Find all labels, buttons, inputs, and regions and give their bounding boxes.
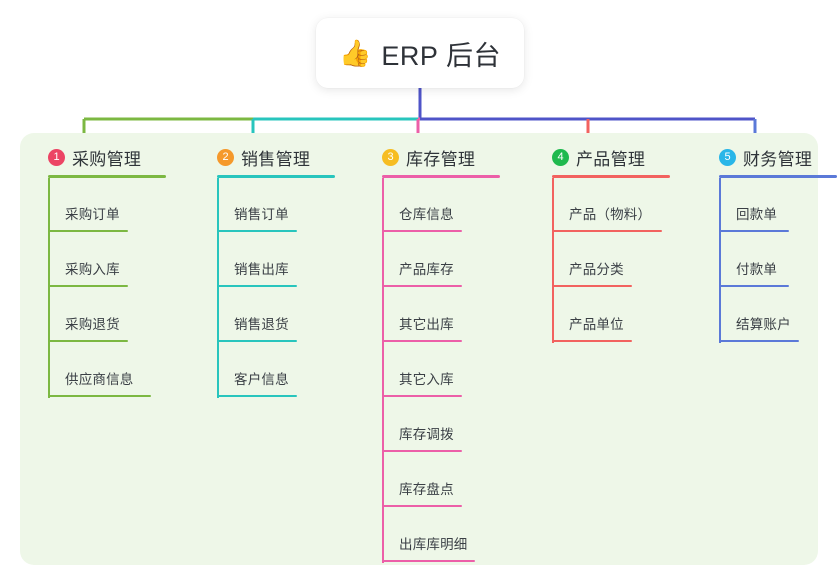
child-spine-line [48,233,50,288]
child-label: 出库库明细 [399,537,468,552]
child-label: 付款单 [736,262,778,277]
child-underline [552,340,632,342]
child-spine-line [382,178,384,233]
child-underline [719,285,789,287]
child-label: 采购入库 [65,262,120,277]
branch-header-rule [552,175,670,178]
branch-header-rule [382,175,500,178]
child-underline [382,285,462,287]
child-underline [48,230,128,232]
child-spine-line [48,288,50,343]
child-label: 产品库存 [399,262,454,277]
child-underline [217,230,297,232]
child-underline [552,230,662,232]
child-underline [382,560,475,562]
child-label: 采购退货 [65,317,120,332]
branch-title: 财务管理 [743,150,813,169]
root-node[interactable]: 👍 ERP 后台 [316,18,524,88]
child-underline [552,285,632,287]
child-spine-line [719,288,721,343]
branch-header[interactable]: 5 财务管理 [719,145,812,170]
child-spine-line [719,233,721,288]
child-label: 库存调拨 [399,427,454,442]
child-spine-line [382,233,384,288]
child-spine-line [217,178,219,233]
child-spine-line [719,178,721,233]
branch-header-rule [719,175,837,178]
child-underline [719,340,799,342]
child-label: 产品（物料） [569,207,652,222]
child-spine-line [552,233,554,288]
branch-header[interactable]: 1 采购管理 [48,145,141,170]
child-label: 销售退货 [234,317,289,332]
child-underline [382,230,462,232]
child-label: 销售订单 [234,207,289,222]
child-underline [48,285,128,287]
branch-title: 库存管理 [406,150,476,169]
child-underline [217,285,297,287]
child-underline [382,395,462,397]
child-label: 供应商信息 [65,372,134,387]
branch-index-badge: 4 [552,149,569,166]
child-spine-line [217,233,219,288]
branch-header[interactable]: 2 销售管理 [217,145,310,170]
branch-index-badge: 2 [217,149,234,166]
branch-header-rule [217,175,335,178]
child-label: 客户信息 [234,372,289,387]
child-spine-line [48,178,50,233]
branch-index-badge: 3 [382,149,399,166]
child-label: 回款单 [736,207,778,222]
child-underline [382,340,462,342]
child-underline [217,395,297,397]
branch-title: 产品管理 [576,150,646,169]
branch-header[interactable]: 4 产品管理 [552,145,645,170]
child-underline [382,505,462,507]
child-underline [382,450,462,452]
child-spine-line [382,288,384,343]
child-spine-line [382,398,384,453]
child-label: 采购订单 [65,207,120,222]
child-label: 其它出库 [399,317,454,332]
branches-panel [20,133,818,565]
child-underline [48,395,151,397]
child-spine-line [217,343,219,398]
branch-columns: 1 采购管理采购订单采购入库采购退货供应商信息 2 销售管理销售订单销售出库销售退货客… [20,133,837,565]
branch-index-badge: 5 [719,149,736,166]
thumbs-up-icon: 👍 [339,38,372,68]
branch-header-rule [48,175,166,178]
child-underline [217,340,297,342]
child-spine-line [552,288,554,343]
child-label: 仓库信息 [399,207,454,222]
child-label: 销售出库 [234,262,289,277]
child-label: 结算账户 [736,317,791,332]
branch-title: 销售管理 [241,150,311,169]
child-spine-line [48,343,50,398]
child-spine-line [382,453,384,508]
root-node-label: ERP 后台 [381,40,501,71]
child-label: 产品分类 [569,262,624,277]
child-spine-line [552,178,554,233]
branch-index-badge: 1 [48,149,65,166]
child-label: 产品单位 [569,317,624,332]
child-spine-line [382,508,384,563]
child-underline [719,230,789,232]
child-label: 库存盘点 [399,482,454,497]
branch-header[interactable]: 3 库存管理 [382,145,475,170]
child-underline [48,340,128,342]
branch-title: 采购管理 [72,150,142,169]
child-label: 其它入库 [399,372,454,387]
child-spine-line [382,343,384,398]
child-spine-line [217,288,219,343]
